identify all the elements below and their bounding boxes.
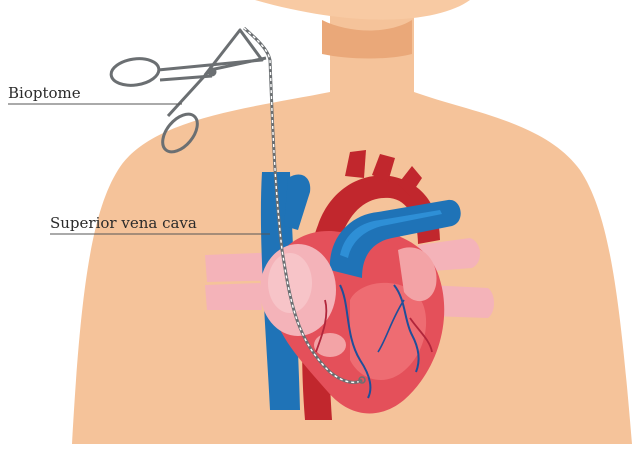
superior-vena-cava-label: Superior vena cava (50, 216, 197, 231)
bioptome-label: Bioptome (8, 86, 81, 101)
neck-top (255, 0, 470, 20)
